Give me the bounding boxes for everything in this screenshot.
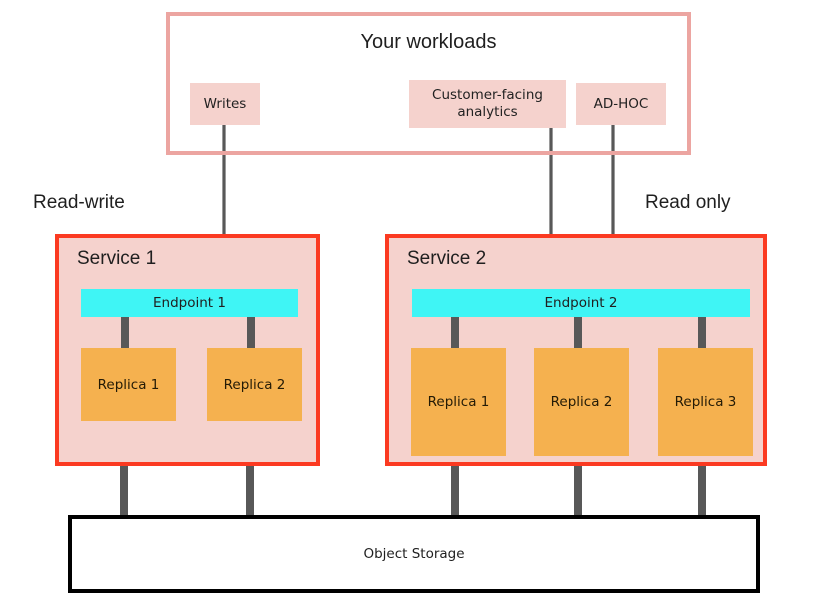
service-2-replica-3[interactable]: Replica 3 bbox=[658, 348, 753, 456]
object-storage-box[interactable]: Object Storage bbox=[68, 515, 760, 593]
connector-endpoint1-replica1 bbox=[121, 317, 129, 348]
service-1-replica-2[interactable]: Replica 2 bbox=[207, 348, 302, 421]
service-2-replica-1[interactable]: Replica 1 bbox=[411, 348, 506, 456]
connector-endpoint2-replica3 bbox=[698, 317, 706, 348]
workloads-title: Your workloads bbox=[360, 31, 497, 53]
caption-read-only: Read only bbox=[645, 192, 731, 213]
service-2-container[interactable]: Service 2 Endpoint 2 Replica 1 Replica 2… bbox=[385, 234, 767, 466]
service-2-endpoint[interactable]: Endpoint 2 bbox=[412, 289, 750, 317]
workload-chip-ad-hoc[interactable]: AD-HOC bbox=[576, 83, 666, 125]
caption-read-write: Read-write bbox=[33, 192, 125, 213]
connector-endpoint2-replica2 bbox=[574, 317, 582, 348]
connector-s2-replica1-storage bbox=[451, 452, 459, 517]
connector-s2-replica3-storage bbox=[698, 452, 706, 517]
connector-s1-replica2-storage bbox=[246, 417, 254, 517]
service-2-replica-2[interactable]: Replica 2 bbox=[534, 348, 629, 456]
workload-chip-customer-facing-analytics[interactable]: Customer-facing analytics bbox=[409, 80, 566, 128]
workload-chip-writes[interactable]: Writes bbox=[190, 83, 260, 125]
connector-endpoint2-replica1 bbox=[451, 317, 459, 348]
service-1-replica-1[interactable]: Replica 1 bbox=[81, 348, 176, 421]
service-1-label: Service 1 bbox=[77, 248, 157, 269]
workloads-container bbox=[166, 12, 691, 155]
service-1-endpoint[interactable]: Endpoint 1 bbox=[81, 289, 298, 317]
service-1-container[interactable]: Service 1 Endpoint 1 Replica 1 Replica 2 bbox=[55, 234, 320, 466]
connector-s2-replica2-storage bbox=[574, 452, 582, 517]
service-2-label: Service 2 bbox=[407, 248, 487, 269]
connector-s1-replica1-storage bbox=[120, 417, 128, 517]
connector-endpoint1-replica2 bbox=[247, 317, 255, 348]
